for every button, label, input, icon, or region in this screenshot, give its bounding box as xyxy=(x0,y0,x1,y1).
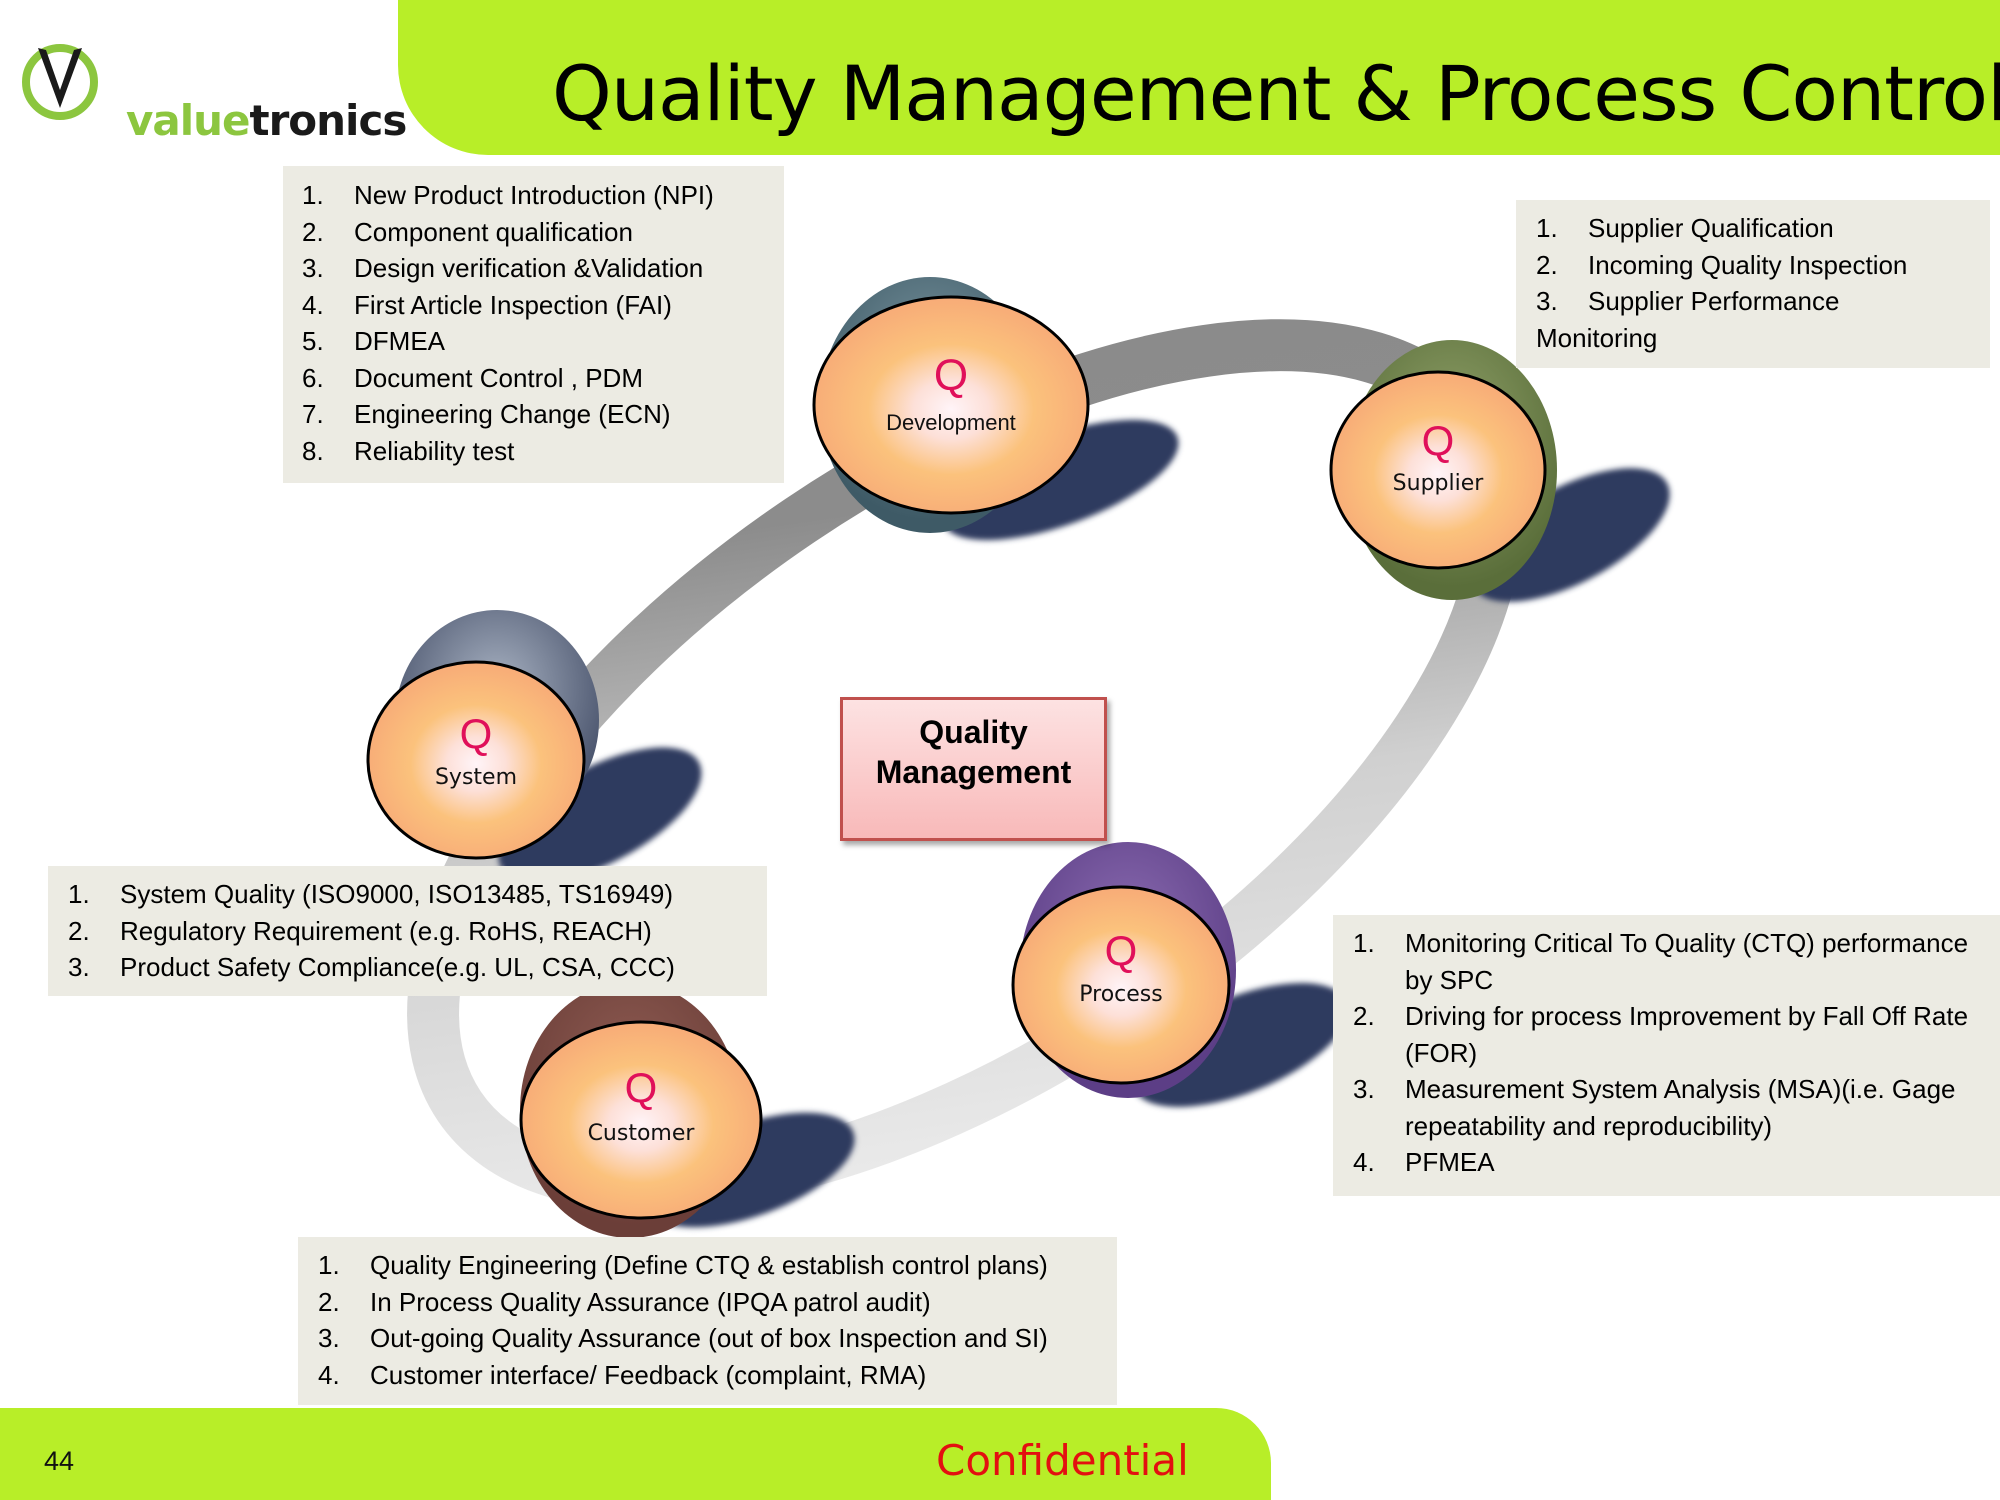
list-item: 7.Engineering Change (ECN) xyxy=(302,399,671,429)
list-item: 2.Component qualification xyxy=(302,216,633,247)
node-q-symbol: Q xyxy=(460,710,493,757)
quality-management-center-box[interactable]: Quality Management xyxy=(840,697,1107,841)
list-item: 3.Design verification &Validation xyxy=(302,253,704,283)
list-item: 1.Quality Engineering (Define CTQ & esta… xyxy=(318,1250,1048,1280)
node-development[interactable]: Q Development xyxy=(812,277,1193,565)
confidential-label: Confidential xyxy=(936,1436,1189,1485)
node-q-symbol: Q xyxy=(934,351,968,400)
node-label: Supplier xyxy=(1393,471,1485,496)
node-q-symbol: Q xyxy=(625,1064,658,1111)
header-band xyxy=(398,0,2000,155)
node-supplier[interactable]: Q Supplier xyxy=(1329,340,1690,629)
list-item: 1.Supplier Qualification xyxy=(1536,213,1834,243)
list-item: 8.Reliability test xyxy=(302,435,515,466)
v-circle-logo-icon xyxy=(22,44,98,120)
customer-list-box: 1.Quality Engineering (Define CTQ & esta… xyxy=(298,1237,1117,1405)
list-item: 5.DFMEA xyxy=(302,326,445,356)
node-process[interactable]: Q Process xyxy=(1011,842,1365,1133)
list-item: 4.PFMEA xyxy=(1353,1147,1495,1177)
list-item: 2.Incoming Quality Inspection xyxy=(1536,249,1908,280)
node-customer[interactable]: Q Customer xyxy=(519,982,869,1251)
node-orb xyxy=(812,295,1090,515)
company-logo: valuetronics xyxy=(18,40,407,150)
list-item: 2.In Process Quality Assurance (IPQA pat… xyxy=(318,1286,931,1317)
node-label: Customer xyxy=(588,1121,696,1146)
node-label: System xyxy=(435,765,517,790)
list-item: 1.New Product Introduction (NPI) xyxy=(302,180,714,210)
process-list-box: 1.Monitoring Critical To Quality (CTQ) p… xyxy=(1333,915,2000,1196)
list-item: 3.Measurement System Analysis (MSA)(i.e.… xyxy=(1353,1074,1956,1141)
brand-part-tronics: tronics xyxy=(249,96,408,145)
page-title: Quality Management & Process Control xyxy=(552,49,2000,138)
center-line-2: Management xyxy=(875,754,1072,790)
development-list-box: 1.New Product Introduction (NPI) 2.Compo… xyxy=(283,166,784,483)
development-list: 1.New Product Introduction (NPI) 2.Compo… xyxy=(302,177,784,469)
node-q-symbol: Q xyxy=(1105,927,1138,974)
node-orb xyxy=(1011,885,1231,1085)
list-item: 3.Supplier Performance xyxy=(1536,286,1840,316)
list-item: 1.System Quality (ISO9000, ISO13485, TS1… xyxy=(68,879,674,909)
brand-wordmark: valuetronics xyxy=(126,96,408,145)
list-item: 4.First Article Inspection (FAI) xyxy=(302,289,672,320)
system-list-box: 1.System Quality (ISO9000, ISO13485, TS1… xyxy=(48,866,767,996)
list-item: 3.Out-going Quality Assurance (out of bo… xyxy=(318,1323,1048,1353)
supplier-list: 1.Supplier Qualification 2.Incoming Qual… xyxy=(1536,210,1990,320)
list-item: 1.Monitoring Critical To Quality (CTQ) p… xyxy=(1353,928,1969,995)
list-item: 2.Driving for process Improvement by Fal… xyxy=(1353,1001,1969,1068)
supplier-list-continuation: Monitoring xyxy=(1536,322,1658,353)
node-label: Process xyxy=(1079,982,1162,1007)
list-item: 4.Customer interface/ Feedback (complain… xyxy=(318,1359,927,1390)
list-item: 2.Regulatory Requirement (e.g. RoHS, REA… xyxy=(68,915,652,946)
node-orb xyxy=(1329,370,1547,570)
footer-band xyxy=(0,1408,1271,1500)
node-shadow xyxy=(498,747,702,883)
center-line-1: Quality xyxy=(919,714,1028,750)
node-orb xyxy=(519,1020,763,1220)
node-orb xyxy=(366,660,586,860)
node-label: Development xyxy=(886,410,1016,435)
page-number: 44 xyxy=(44,1446,75,1476)
list-item: 3.Product Safety Compliance(e.g. UL, CSA… xyxy=(68,952,675,982)
brand-part-value: value xyxy=(126,96,251,145)
node-system[interactable]: Q System xyxy=(366,610,721,910)
supplier-list-box: 1.Supplier Qualification 2.Incoming Qual… xyxy=(1516,200,1990,368)
system-list: 1.System Quality (ISO9000, ISO13485, TS1… xyxy=(68,876,767,986)
customer-list: 1.Quality Engineering (Define CTQ & esta… xyxy=(318,1247,1117,1393)
node-q-symbol: Q xyxy=(1422,417,1455,464)
list-item: 6.Document Control , PDM xyxy=(302,362,643,393)
process-list: 1.Monitoring Critical To Quality (CTQ) p… xyxy=(1353,925,1980,1181)
node-shadow xyxy=(941,419,1179,541)
